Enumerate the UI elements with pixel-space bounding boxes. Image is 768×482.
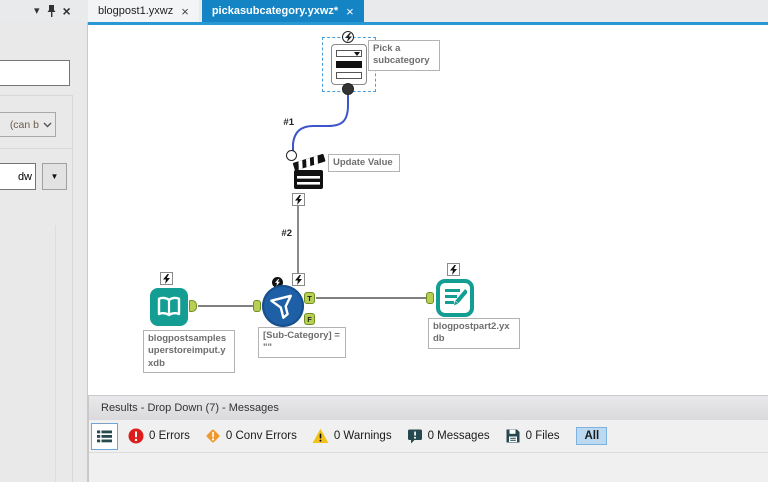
error-icon <box>128 428 144 444</box>
input-tool-action-anchor[interactable] <box>160 272 173 285</box>
dropdown-arrow-icon: ▼ <box>50 172 59 181</box>
message-bubble-icon <box>407 429 422 444</box>
connection-1-label: #1 <box>283 117 294 128</box>
action-input-anchor[interactable] <box>286 150 297 161</box>
input-data-tool[interactable] <box>150 288 188 326</box>
sidebar-text-input[interactable] <box>0 60 70 86</box>
floppy-disk-icon <box>506 429 520 443</box>
results-title: Results - Drop Down (7) - Messages <box>101 402 279 414</box>
connection-layer <box>198 95 426 307</box>
sidebar-small-input[interactable] <box>0 163 36 190</box>
messages-view-button[interactable] <box>91 422 118 450</box>
list-item-glyph <box>336 61 362 68</box>
action-tool-annotation[interactable]: Update Value <box>328 154 400 173</box>
open-book-icon <box>157 296 181 317</box>
errors-count: 0 Errors <box>149 430 190 442</box>
filter-lightning-anchor[interactable] <box>292 273 305 286</box>
dropdown-tool[interactable] <box>331 44 367 85</box>
tab-close-icon[interactable]: × <box>346 3 354 19</box>
message-list-icon <box>97 430 112 442</box>
output-data-tool[interactable] <box>436 279 474 317</box>
results-toolbar: ··· 0 Errors 0 Conv Errors <box>89 418 768 453</box>
output-input-anchor[interactable] <box>426 292 434 304</box>
sidebar-divider <box>0 95 72 96</box>
tab-pickasubcategory[interactable]: pickasubcategory.yxwz* × <box>201 0 364 22</box>
action-output-anchor[interactable] <box>292 193 305 206</box>
sidebar-divider <box>55 225 56 482</box>
document-pencil-icon <box>445 289 467 306</box>
warning-icon <box>312 428 329 443</box>
panel-controls: ▾ × <box>34 2 86 20</box>
filter-false-anchor[interactable]: F <box>304 313 315 325</box>
errors-filter[interactable]: 0 Errors <box>128 428 190 444</box>
filter-input-anchor[interactable] <box>253 300 261 312</box>
panel-close-icon[interactable]: × <box>62 3 71 19</box>
filter-tool-annotation[interactable]: [Sub-Category] = "" <box>258 327 346 358</box>
filter-tool[interactable] <box>262 285 304 327</box>
output-tool-action-anchor[interactable] <box>447 263 460 276</box>
workflow-tabs: blogpost1.yxwz × pickasubcategory.yxwz* … <box>88 0 364 22</box>
chevron-down-icon <box>43 122 52 127</box>
conv-errors-count: 0 Conv Errors <box>225 430 297 442</box>
conv-error-icon <box>206 429 220 443</box>
tab-label: pickasubcategory.yxwz* <box>211 5 339 17</box>
panel-menu-caret-icon[interactable]: ▾ <box>34 5 40 17</box>
files-filter[interactable]: 0 Files <box>505 428 560 444</box>
files-count: 0 Files <box>525 430 560 442</box>
sidebar-dropdown[interactable]: (can b <box>0 112 56 137</box>
configuration-sidebar: (can b ▼ <box>0 22 88 482</box>
list-item-glyph <box>336 72 362 79</box>
sidebar-dropdown-value: (can b <box>9 118 39 131</box>
tab-label: blogpost1.yxwz <box>98 5 174 17</box>
all-filter-button[interactable]: All <box>576 427 608 445</box>
pin-icon[interactable] <box>46 4 57 18</box>
output-tool-annotation[interactable]: blogpostpart2.yx db <box>428 318 520 349</box>
dropdown-tool-annotation[interactable]: Pick a subcategory <box>368 40 440 71</box>
sidebar-divider <box>72 95 73 482</box>
combobox-glyph <box>336 50 362 57</box>
filter-action-anchor[interactable] <box>272 277 283 288</box>
conv-errors-filter[interactable]: 0 Conv Errors <box>205 428 297 444</box>
messages-filter[interactable]: 0 Messages <box>407 428 490 444</box>
results-panel: Results - Drop Down (7) - Messages ··· 0… <box>88 395 768 482</box>
warnings-filter[interactable]: 0 Warnings <box>312 428 392 444</box>
action-tool[interactable] <box>291 151 327 193</box>
tab-close-icon[interactable]: × <box>181 3 189 19</box>
warnings-count: 0 Warnings <box>333 430 392 442</box>
input-output-anchor[interactable] <box>189 300 197 312</box>
input-tool-annotation[interactable]: blogpostsamples uperstoreimput.y xdb <box>143 330 235 374</box>
grip-dots-icon: ··· <box>97 418 109 428</box>
tab-blogpost1[interactable]: blogpost1.yxwz × <box>88 0 199 22</box>
workflow-canvas[interactable]: Pick a subcategory #1 Update Value #2 bl… <box>88 22 768 395</box>
results-header[interactable]: Results - Drop Down (7) - Messages <box>89 396 768 420</box>
connection-2-label: #2 <box>281 228 292 239</box>
filter-true-anchor[interactable]: T <box>304 292 315 304</box>
sidebar-divider <box>0 148 72 149</box>
dropdown-question-anchor[interactable] <box>342 83 354 95</box>
messages-count: 0 Messages <box>427 430 490 442</box>
sidebar-dropdown-button[interactable]: ▼ <box>42 163 67 190</box>
top-bar: ▾ × blogpost1.yxwz × pickasubcategory.yx… <box>0 0 768 22</box>
funnel-icon <box>270 294 292 319</box>
connection-dropdown-to-action[interactable] <box>292 95 349 151</box>
dropdown-top-anchor[interactable] <box>342 31 354 43</box>
